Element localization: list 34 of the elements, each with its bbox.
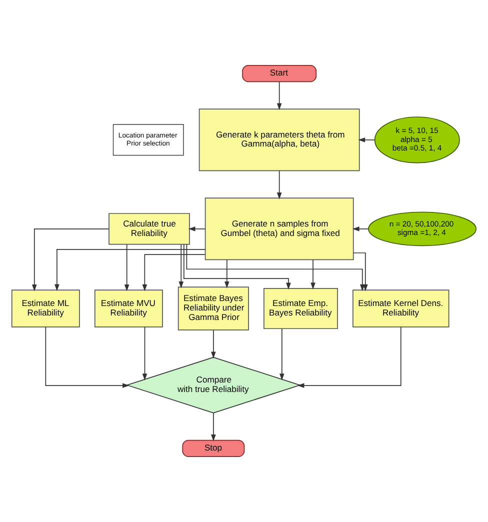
arrow: [178, 244, 184, 288]
arrow: [211, 412, 216, 442]
node-box: Generate n samples from Gumbel (theta) and sigma fixed: [204, 198, 354, 260]
arrow: [124, 244, 130, 292]
arrow: [183, 244, 291, 290]
arrow: [45, 326, 130, 388]
arrow: [276, 170, 282, 200]
node-box: Stop: [182, 440, 245, 457]
arrow: [32, 228, 110, 292]
arrow: [211, 330, 216, 359]
node-box: Estimate Bayes Reliability under Gamma Prior: [178, 286, 249, 330]
arrow: [186, 244, 365, 292]
arrow: [276, 81, 282, 110]
node-diamond: Compare with true Reliability: [126, 356, 302, 414]
node-box: Calculate true Reliability: [108, 213, 190, 245]
arrow: [188, 226, 206, 232]
node-ellipse: n = 20, 50,100,200 sigma =1, 2, 4: [368, 212, 477, 246]
node-box: Estimate Emp. Bayes Reliability: [264, 288, 338, 330]
node-ellipse: k = 5, 10, 15 alpha = 5 beta =0.5, 1, 4: [374, 116, 460, 164]
arrow: [352, 226, 369, 232]
node-box: Estimate MVU Reliability: [94, 290, 163, 328]
node-box: Estimate Kernel Dens. Reliability: [352, 290, 450, 328]
arrow: [224, 259, 230, 288]
arrow: [142, 326, 148, 381]
arrow: [54, 249, 206, 292]
arrow: [310, 259, 316, 290]
arrow: [280, 328, 284, 380]
node-box: Generate k parameters theta from Gamma(alpha, beta): [198, 108, 360, 172]
node-box: Estimate ML Reliability: [11, 290, 80, 328]
arrow: [358, 137, 376, 142]
node-box: Start: [242, 65, 317, 82]
arrow: [353, 252, 368, 292]
arrow: [142, 254, 206, 292]
arrow: [297, 326, 402, 388]
